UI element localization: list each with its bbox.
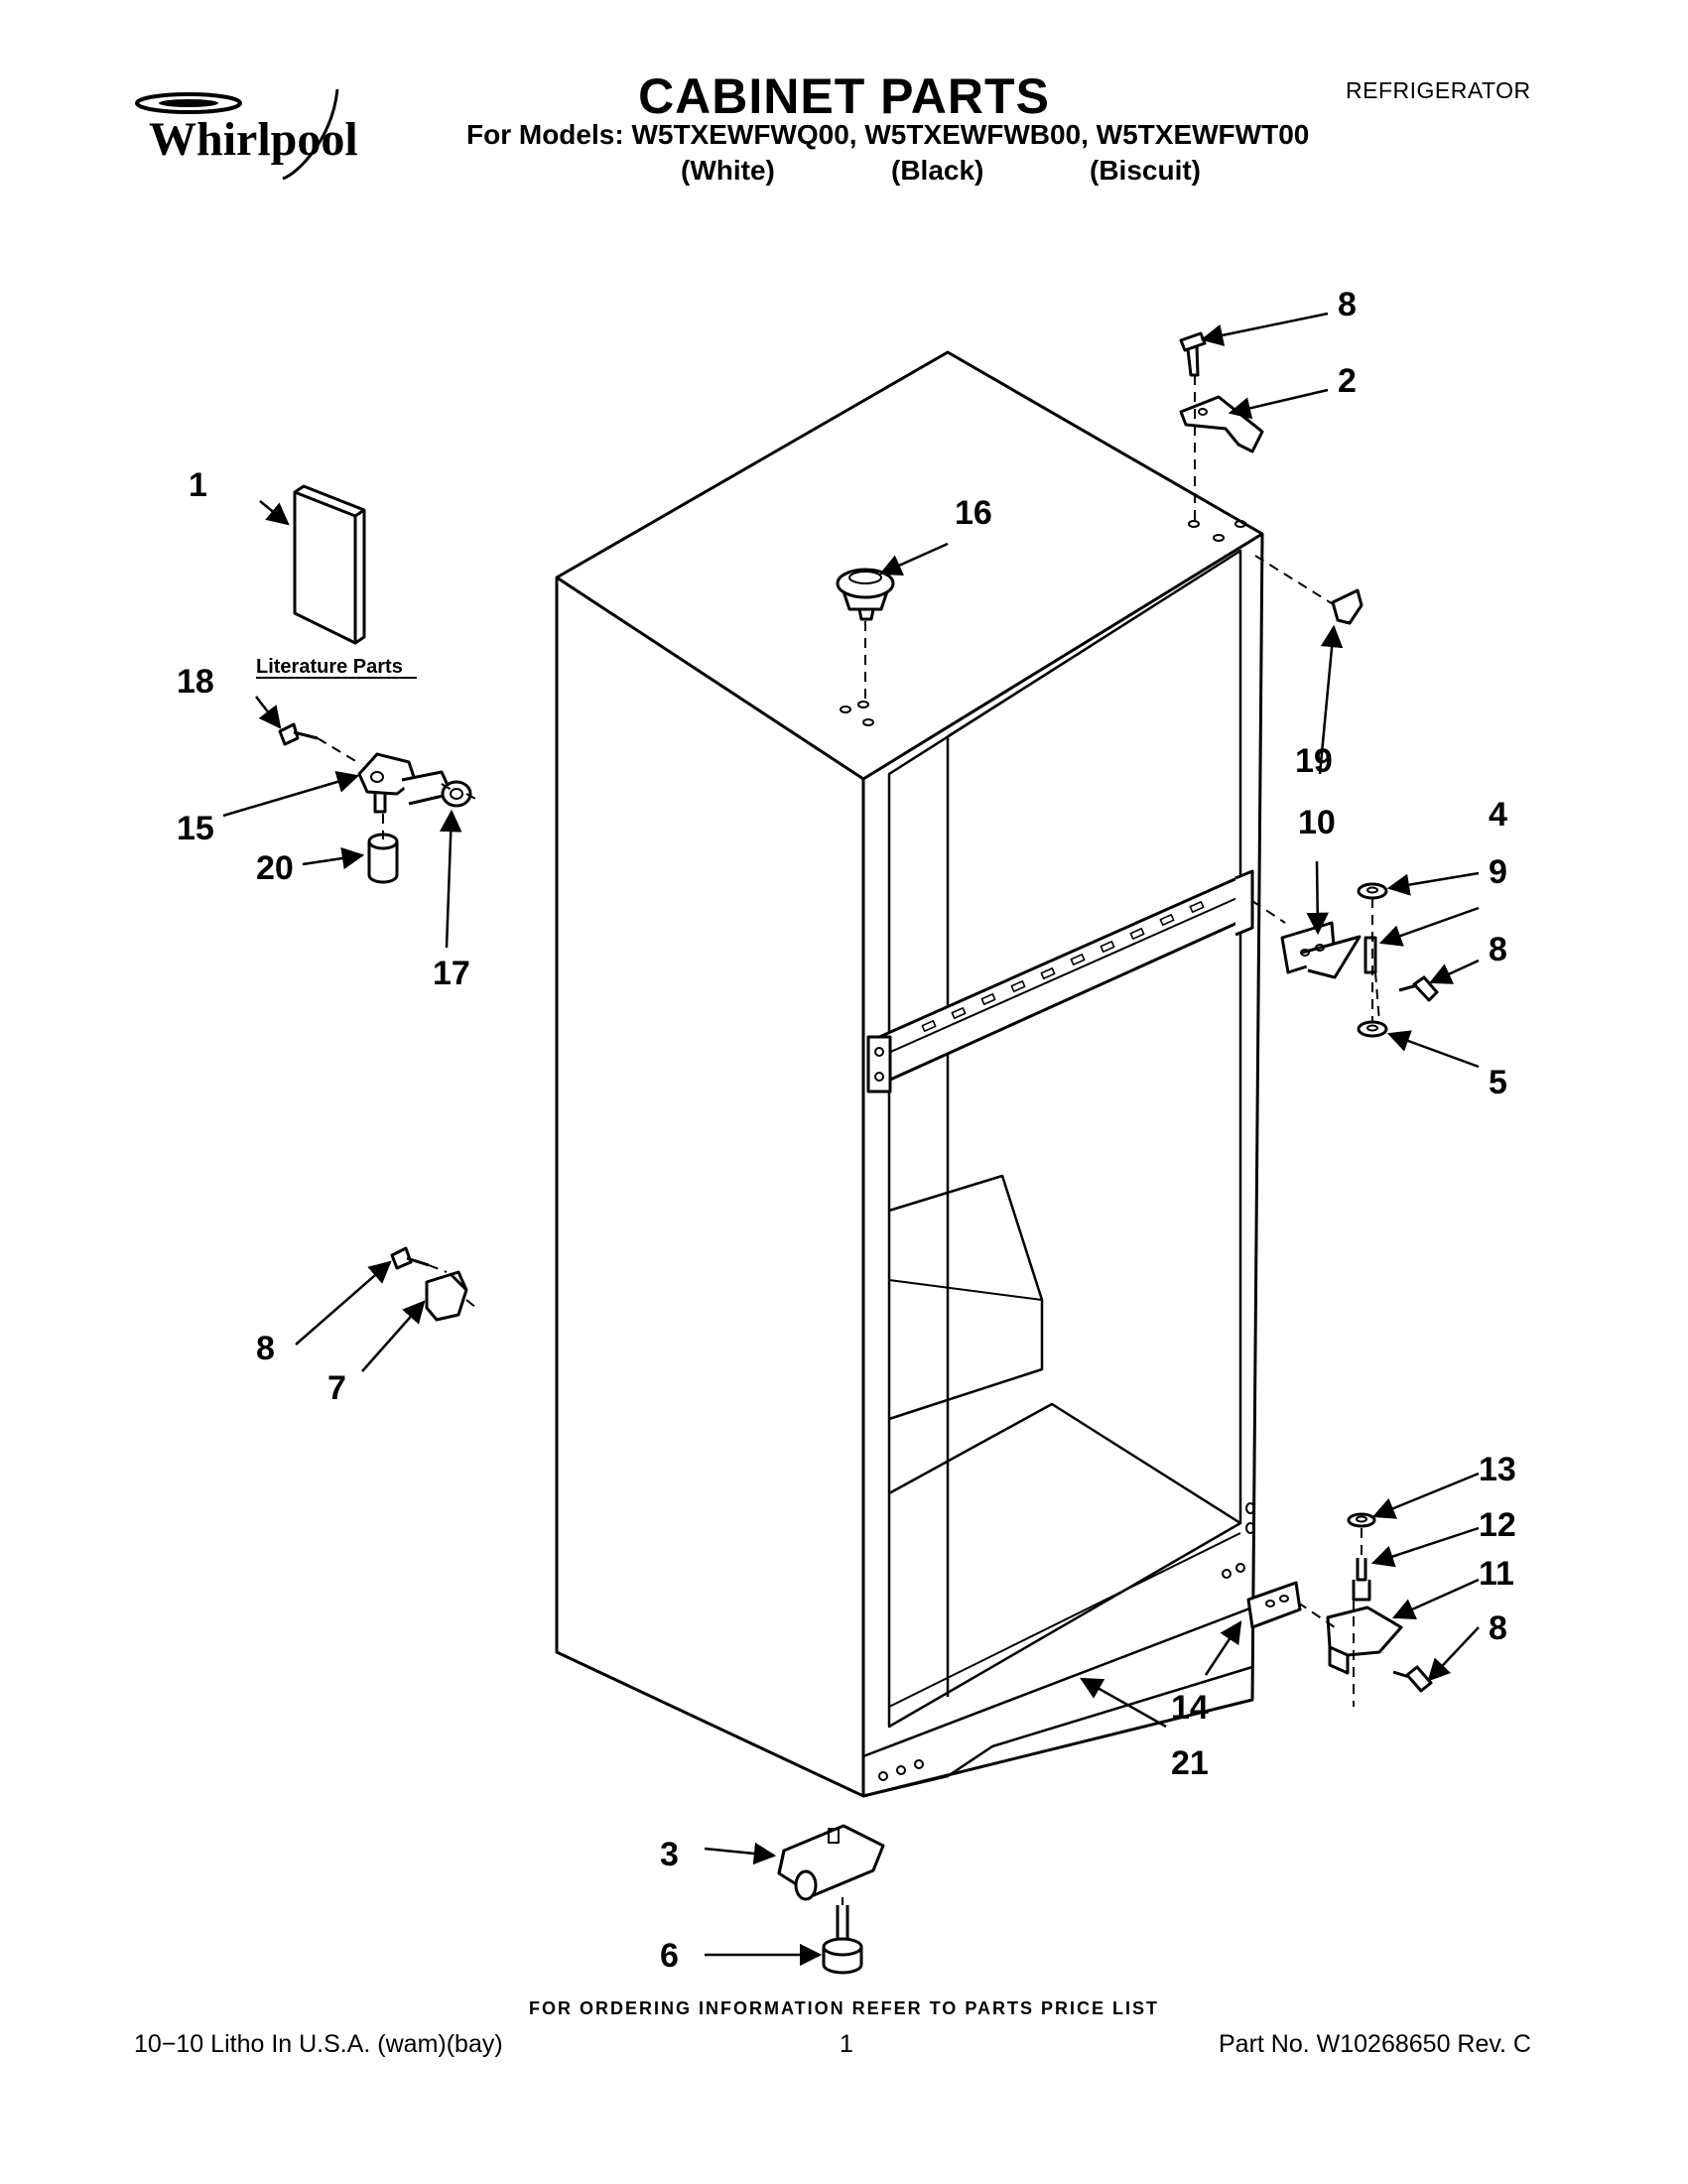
top-hinge-screw <box>1179 331 1207 377</box>
appliance-type: REFRIGERATOR <box>1346 77 1531 103</box>
callout-7: 7 <box>327 1369 346 1407</box>
bottom-hinge-11 <box>1326 1606 1403 1675</box>
callout-10: 10 <box>1298 804 1336 841</box>
callout-2: 2 <box>1338 362 1357 400</box>
callout-20: 20 <box>256 849 294 887</box>
shim-14 <box>1246 1581 1302 1629</box>
variant-black: (Black) <box>891 155 984 186</box>
variant-white: (White) <box>681 155 775 186</box>
washer-5 <box>1357 1020 1388 1038</box>
callout-8-top: 8 <box>1338 286 1357 323</box>
callout-4: 4 <box>1489 796 1507 834</box>
washer-4 <box>1357 882 1388 900</box>
page-title: CABINET PARTS <box>638 68 1050 124</box>
callout-16: 16 <box>955 494 992 532</box>
door-stop-screw <box>278 722 319 746</box>
roller-assembly-3 <box>777 1824 885 1901</box>
callout-12: 12 <box>1479 1506 1516 1544</box>
callout-5: 5 <box>1489 1064 1507 1101</box>
variant-biscuit: (Biscuit) <box>1090 155 1201 186</box>
plug-button <box>836 568 895 621</box>
callout-8-left: 8 <box>256 1330 275 1367</box>
hinge-pin-12 <box>1352 1558 1371 1602</box>
callout-15: 15 <box>177 810 214 847</box>
center-hinge-rail <box>866 869 1254 1093</box>
print-info: 10−10 Litho In U.S.A. (wam)(bay) <box>134 2030 503 2058</box>
callout-17: 17 <box>433 955 470 992</box>
cabinet-body <box>555 350 1264 1798</box>
center-hinge-screw <box>1398 975 1439 1002</box>
callout-9: 9 <box>1489 853 1507 891</box>
callout-3: 3 <box>660 1836 679 1873</box>
callout-19: 19 <box>1295 742 1333 780</box>
callout-13: 13 <box>1479 1451 1516 1488</box>
bracket-screw <box>390 1246 430 1270</box>
ordering-note: FOR ORDERING INFORMATION REFER TO PARTS … <box>528 1998 1159 2018</box>
callout-8-bottom: 8 <box>1489 1609 1507 1647</box>
bottom-hinge-screw <box>1392 1665 1433 1693</box>
whirlpool-logo: Whirlpool <box>135 88 358 181</box>
part-number: Part No. W10268650 Rev. C <box>1219 2030 1531 2058</box>
page-number: 1 <box>840 2030 853 2058</box>
bushing-17 <box>441 780 472 808</box>
callout-6: 6 <box>660 1937 679 1975</box>
callout-18: 18 <box>177 663 214 701</box>
door-stop-bracket <box>357 752 454 814</box>
callout-14: 14 <box>1171 1689 1209 1727</box>
spacer-20 <box>367 833 399 884</box>
leveling-leg-6 <box>822 1905 863 1975</box>
callout-1: 1 <box>189 466 207 504</box>
literature-book <box>293 484 366 645</box>
models-line: For Models: W5TXEWFWQ00, W5TXEWFWB00, W5… <box>466 119 1310 150</box>
callout-21: 21 <box>1171 1744 1209 1782</box>
hinge-cover <box>1331 588 1363 625</box>
washer-13 <box>1347 1512 1376 1528</box>
center-hinge <box>1280 921 1377 979</box>
callout-11: 11 <box>1479 1555 1514 1593</box>
door-bracket-7 <box>425 1270 468 1322</box>
logo-wordmark: Whirlpool <box>149 113 358 166</box>
callout-8-center: 8 <box>1489 931 1507 968</box>
literature-parts-label: Literature Parts <box>256 656 403 678</box>
top-hinge-bracket <box>1179 395 1264 453</box>
